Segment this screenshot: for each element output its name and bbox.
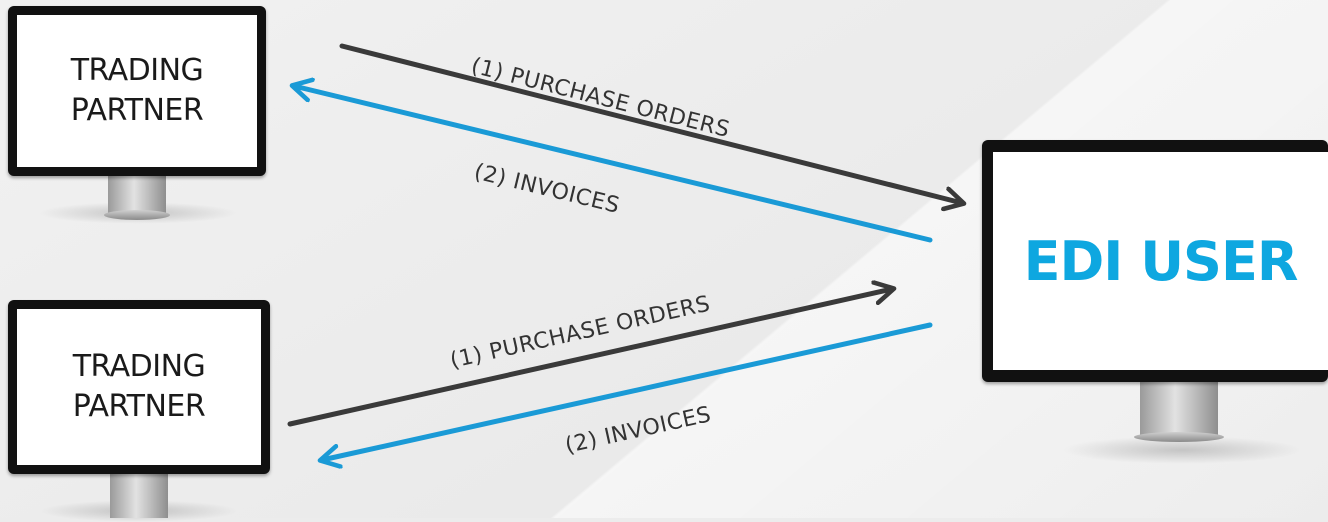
invoices-arrow-top [294,86,933,243]
trading-partner-label-line2: PARTNER [70,93,204,128]
monitor-stand [1140,376,1218,438]
trading-partner-label-line1: TRADING [72,349,206,384]
invoices-arrow-bottom [322,322,933,460]
monitor-screen: TRADING PARTNER [17,309,261,465]
trading-partner-label-line1: TRADING [70,53,204,88]
invoices-label-bottom: (2) INVOICES [563,402,714,459]
purchase-orders-label-bottom: (1) PURCHASE ORDERS [448,291,713,373]
trading-partner-label-line2: PARTNER [72,389,206,424]
monitor-stand [108,168,166,216]
monitor-stand [110,468,168,518]
edi-user-monitor: EDI USER [982,140,1328,470]
trading-partner-monitor-2: TRADING PARTNER [8,300,270,522]
edi-user-label: EDI USER [1023,229,1299,293]
monitor-screen: TRADING PARTNER [17,15,257,167]
invoices-label-top: (2) INVOICES [472,160,623,219]
trading-partner-monitor-1: TRADING PARTNER [8,6,266,224]
monitor-base [104,210,170,220]
purchase-orders-arrow-top [339,43,962,203]
purchase-orders-arrow-bottom [287,289,892,427]
monitor-base [1134,432,1224,442]
purchase-orders-label-top: (1) PURCHASE ORDERS [469,54,733,143]
monitor-screen: EDI USER [993,152,1328,370]
